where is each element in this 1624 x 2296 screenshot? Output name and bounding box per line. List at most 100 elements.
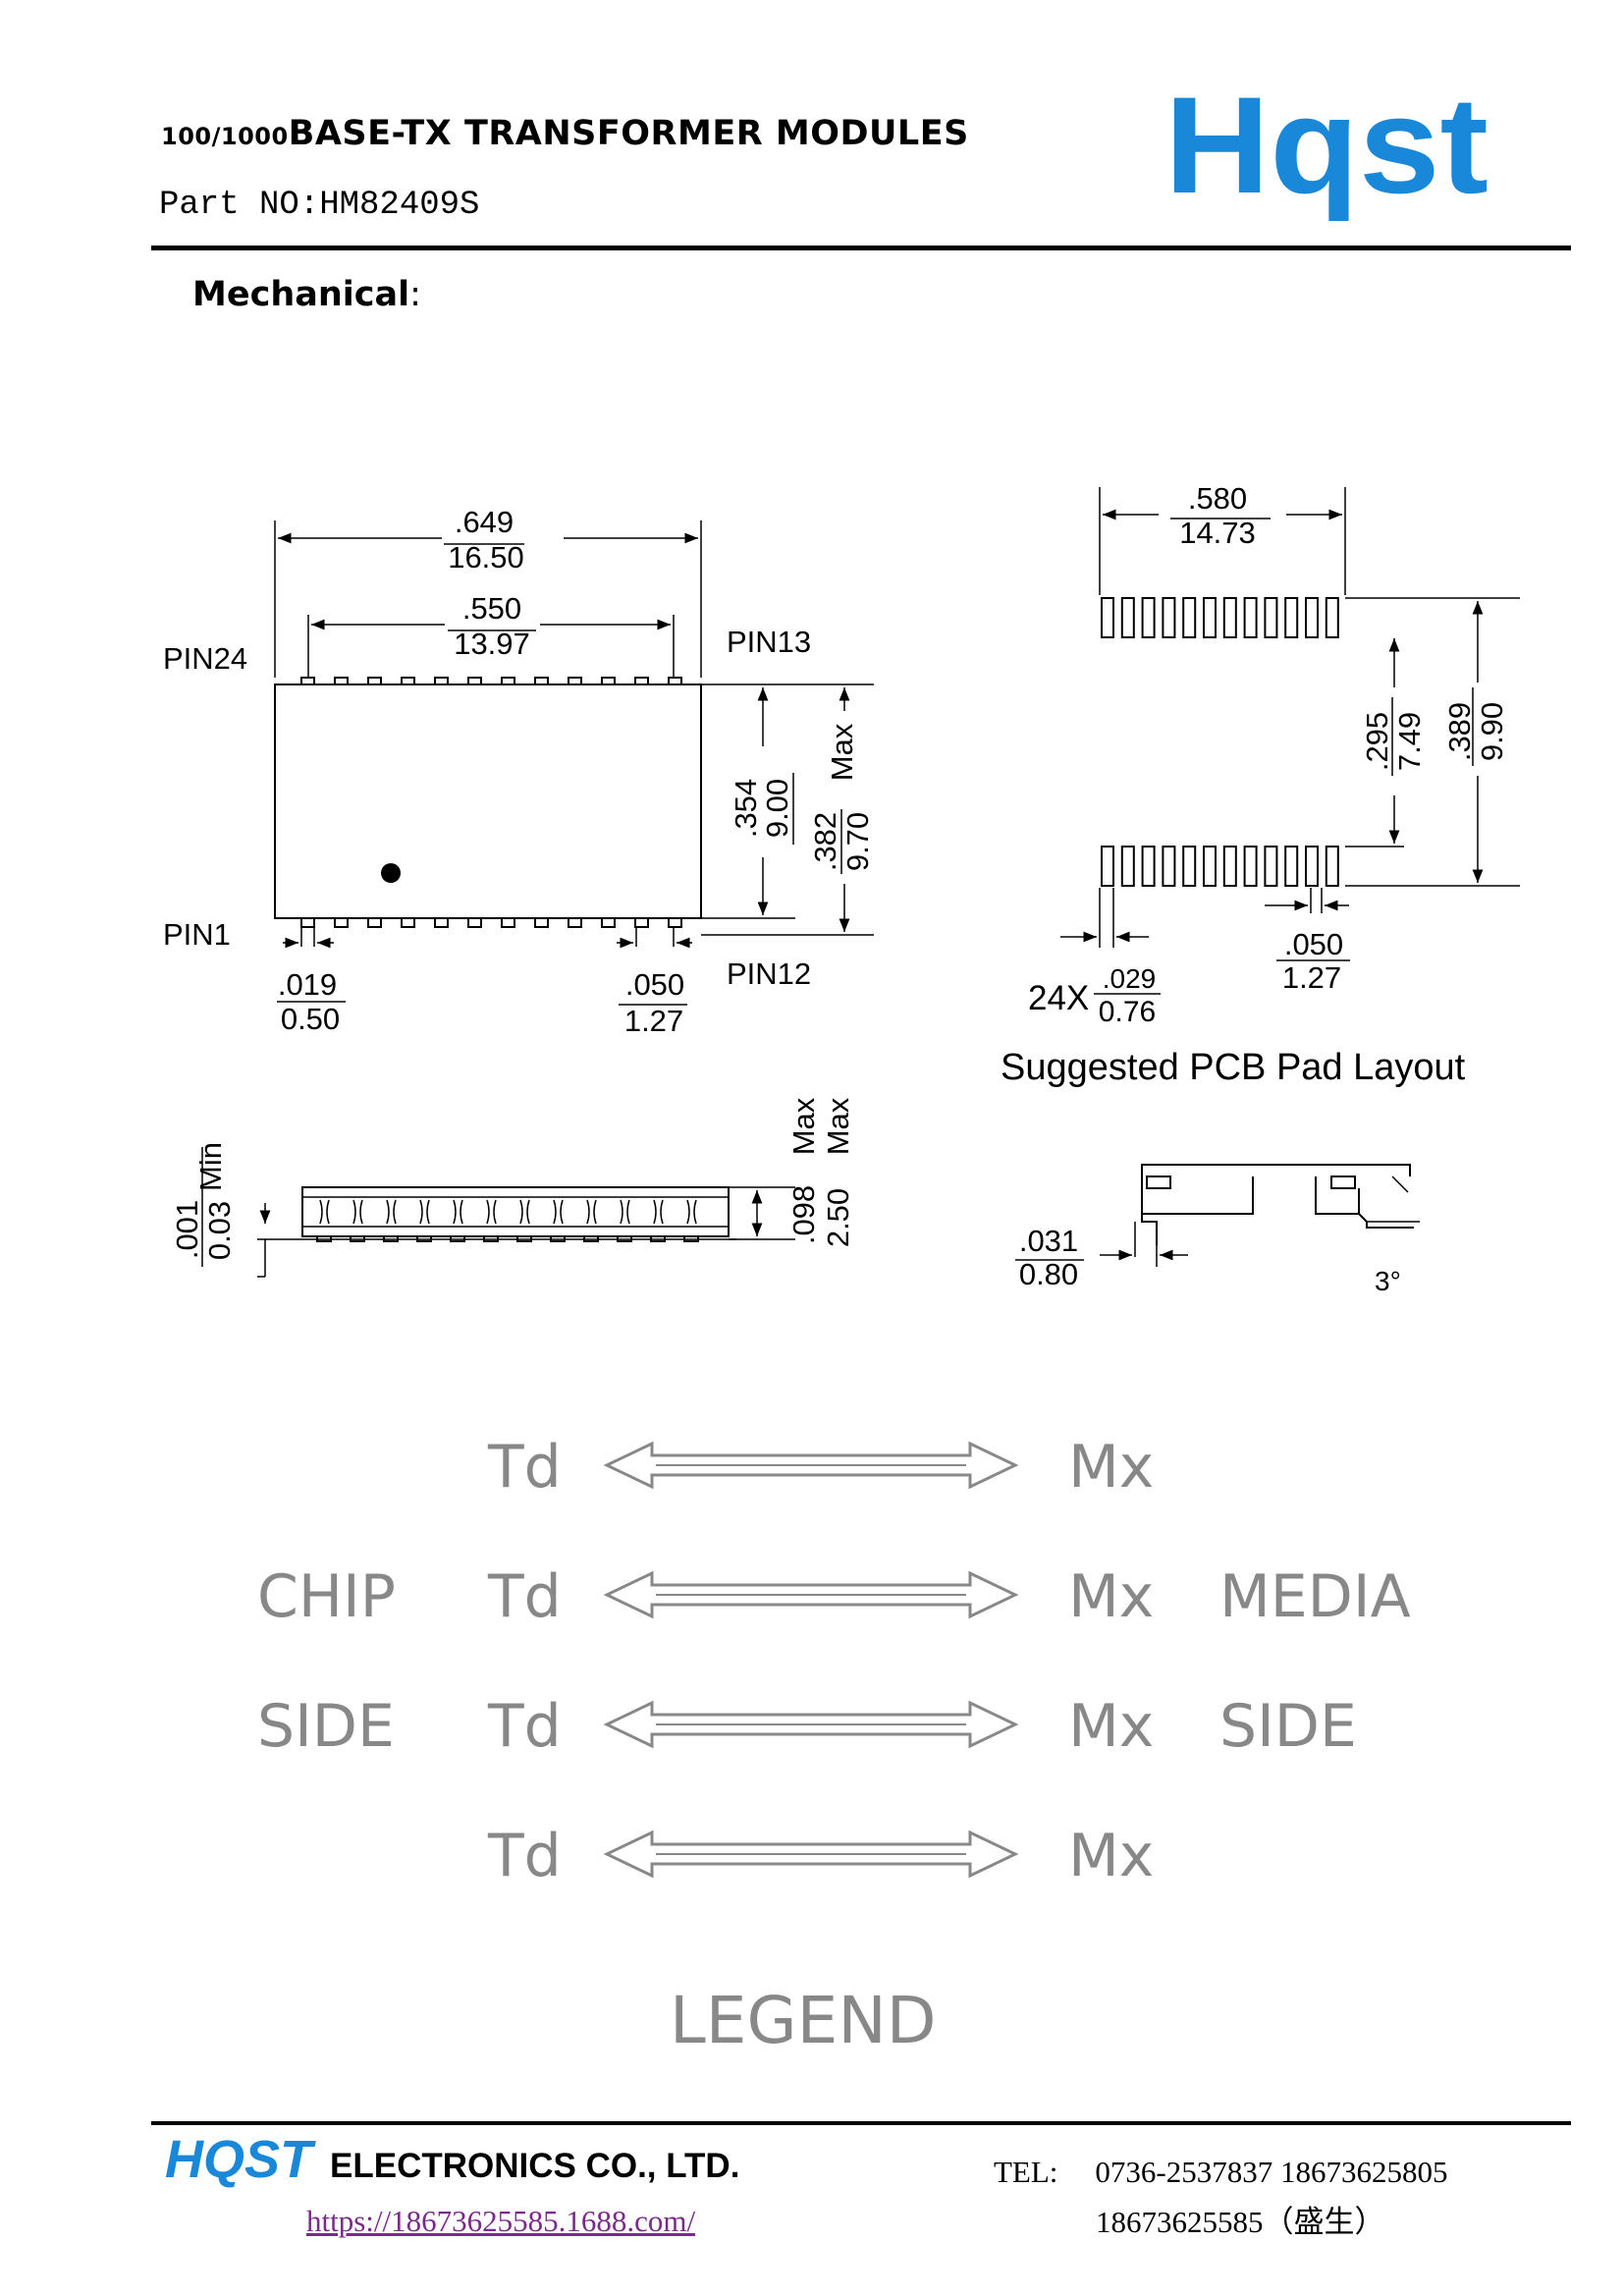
side-slot [352, 1199, 363, 1225]
side-slot [419, 1199, 430, 1225]
side-slot [553, 1199, 564, 1225]
pcb-outer-mm: 9.90 [1475, 702, 1509, 761]
pin [568, 917, 582, 928]
footer-rule [151, 2121, 1571, 2125]
max-label: Max [825, 723, 859, 781]
width-mm: 16.50 [448, 540, 524, 574]
side-height-mm: 2.50 [821, 1188, 855, 1247]
pitch-span-mm: 13.97 [454, 627, 530, 661]
legend-td: Td [487, 1692, 562, 1761]
pin [634, 917, 649, 928]
pin [300, 917, 315, 928]
pcb-pad [1222, 597, 1237, 638]
lead-detail [1015, 1164, 1420, 1267]
pitch-mm: 1.27 [624, 1004, 683, 1038]
pcb-pad [1284, 846, 1299, 887]
pin [534, 677, 549, 685]
pin [501, 677, 515, 685]
pcb-pad [1325, 846, 1339, 887]
pin24-label: PIN24 [163, 641, 247, 676]
legend-mx: Mx [1068, 1822, 1154, 1890]
pad-count: 24X [1028, 979, 1089, 1017]
side-view [201, 1147, 795, 1278]
standoff-in: .001 [170, 1200, 204, 1259]
side-slot [586, 1199, 597, 1225]
pin1-label: PIN1 [163, 917, 231, 952]
footer-company-name: ELECTRONICS CO., LTD. [330, 2147, 740, 2185]
pin [501, 917, 515, 928]
legend-td: Td [487, 1433, 562, 1502]
width-in: .649 [455, 505, 514, 539]
chip-label: CHIP [257, 1562, 396, 1631]
side-slot [620, 1199, 630, 1225]
legend-mx: Mx [1068, 1433, 1154, 1502]
footer-tel-second: 18673625585（盛生） [1096, 2205, 1385, 2239]
header-rule [151, 246, 1571, 250]
side-slots [316, 1199, 699, 1242]
pads-top [1101, 597, 1339, 638]
footer-tel: TEL:0736-2537837 18673625805 [994, 2155, 1448, 2189]
pin [668, 677, 682, 685]
double-arrow-icon [603, 1830, 1019, 1879]
side-slot [653, 1199, 664, 1225]
legend-td: Td [487, 1822, 562, 1890]
pin [334, 677, 349, 685]
pin [634, 677, 649, 685]
logo-text: Hqst [1164, 82, 1489, 222]
side-height-label-mm: Max [821, 1097, 855, 1155]
footer-url-link[interactable]: https://18673625585.1688.com/ [306, 2204, 696, 2238]
lead-detail-labels: .031 0.80 3° [1019, 1224, 1401, 1296]
pin [334, 917, 349, 928]
pcb-pitch-mm: 1.27 [1282, 960, 1341, 995]
media-side-label: SIDE [1219, 1692, 1357, 1761]
pcb-layout-labels: .580 14.73 .295 7.49 .389 9.90 24X .029 … [1001, 481, 1509, 1088]
pads-bottom [1101, 846, 1339, 887]
pin [568, 677, 582, 685]
pitch-span-in: .550 [462, 591, 521, 626]
pitch-in: .050 [625, 967, 684, 1002]
top-pins [300, 677, 682, 685]
double-arrow-icon [603, 1700, 1019, 1749]
package-body [274, 683, 702, 919]
pcb-pad [1141, 846, 1156, 887]
pin [668, 917, 682, 928]
pcb-pad [1222, 846, 1237, 887]
standoff-mm: 0.03 [202, 1201, 237, 1260]
side-height-in: .098 [786, 1185, 821, 1244]
pcb-pad [1203, 846, 1217, 887]
foot-in: .031 [1019, 1224, 1078, 1258]
pad-mm: 0.76 [1099, 996, 1156, 1028]
pcb-width-mm: 14.73 [1179, 516, 1256, 550]
media-label: MEDIA [1219, 1562, 1411, 1631]
part-number: Part NO:HM82409S [159, 187, 480, 224]
section-title: Mechanical: [192, 275, 421, 314]
pad-in: .029 [1103, 963, 1157, 994]
pin [601, 677, 616, 685]
max-in: .382 [808, 812, 842, 871]
max-mm: 9.70 [840, 812, 875, 871]
double-arrow-icon [603, 1570, 1019, 1619]
legend-td: Td [487, 1562, 562, 1631]
pcb-pad [1182, 597, 1197, 638]
pcb-pad [1264, 597, 1278, 638]
top-view-labels: PIN24 PIN13 PIN1 PIN12 .649 16.50 .550 1… [163, 505, 875, 1038]
document-title: 100/1000BASE-TX TRANSFORMER MODULES [161, 114, 969, 153]
pin [467, 677, 482, 685]
pcb-pad [1264, 846, 1278, 887]
pin [434, 917, 449, 928]
pcb-pad [1305, 846, 1319, 887]
pcb-outer-in: .389 [1442, 702, 1477, 761]
pcb-pad [1284, 597, 1299, 638]
side-slot [386, 1199, 397, 1225]
chip-side-label: SIDE [257, 1692, 395, 1761]
side-height-label: Max [786, 1097, 821, 1155]
side-view-labels: .001 0.03 Min .098 2.50 Max Max [170, 1097, 855, 1260]
pin [367, 917, 382, 928]
pcb-pad [1120, 597, 1135, 638]
pcb-pad [1182, 846, 1197, 887]
